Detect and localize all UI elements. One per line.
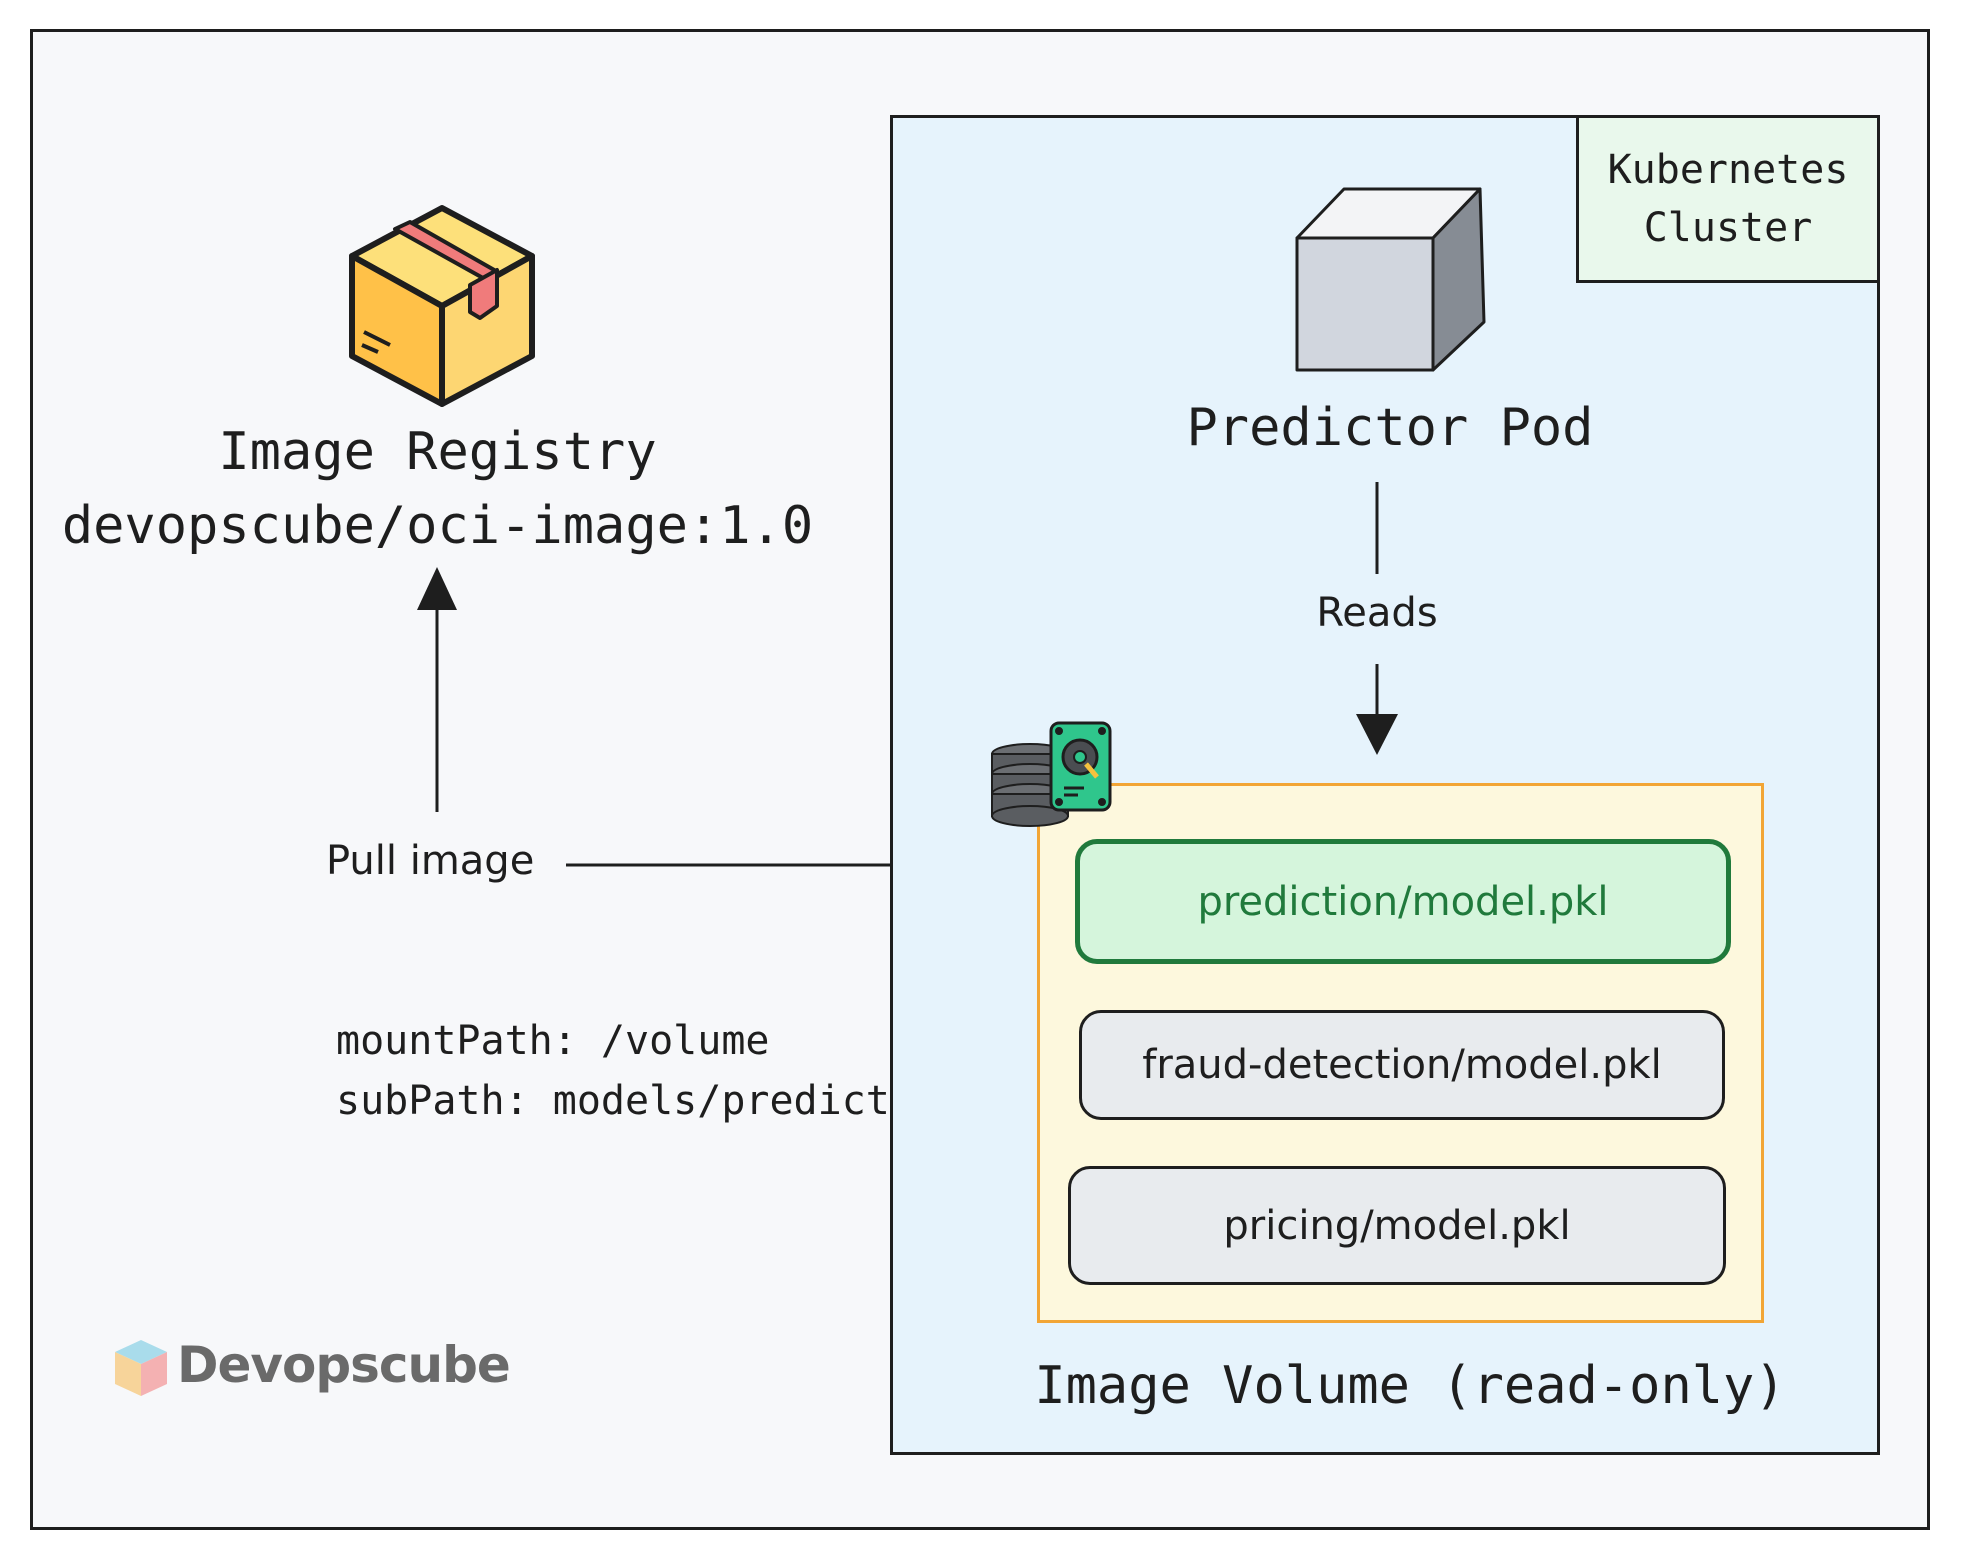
- cluster-tag: Kubernetes Cluster: [1576, 115, 1880, 283]
- registry-image-name: devopscube/oci-image:1.0: [61, 496, 814, 556]
- image-volume-label: Image Volume (read-only): [1034, 1356, 1786, 1416]
- mount-path-text: mountPath: /volume: [336, 1018, 770, 1064]
- pull-image-label: Pull image: [326, 838, 535, 884]
- pod-label: Predictor Pod: [1186, 398, 1594, 458]
- reads-arrow-head: [1356, 714, 1398, 755]
- pull-arrow-head: [417, 567, 457, 610]
- brand-logo: Devopscube: [111, 1336, 531, 1400]
- pod-cube-icon: [1295, 187, 1486, 372]
- package-box-icon: [349, 205, 535, 407]
- file-pricing-model[interactable]: pricing/model.pkl: [1068, 1166, 1726, 1285]
- file-fraud-detection-model[interactable]: fraud-detection/model.pkl: [1079, 1010, 1725, 1120]
- file-prediction-model[interactable]: prediction/model.pkl: [1075, 839, 1731, 964]
- brand-name: Devopscube: [177, 1336, 511, 1394]
- database-disk-icon: [991, 721, 1112, 827]
- cube-logo-icon: [115, 1340, 167, 1396]
- reads-label: Reads: [1316, 590, 1438, 636]
- registry-title: Image Registry: [218, 422, 657, 482]
